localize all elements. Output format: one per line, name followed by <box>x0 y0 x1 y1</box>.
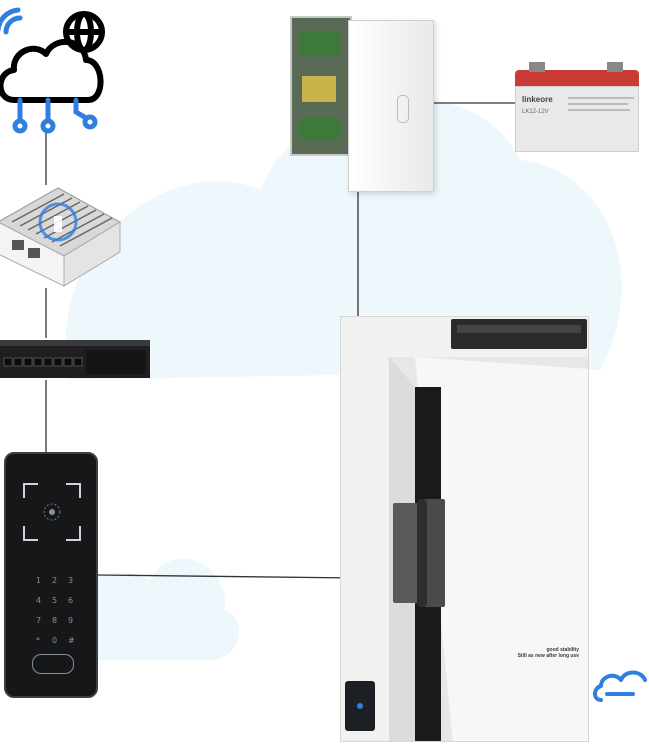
gateway-device <box>0 187 121 287</box>
battery-body: linkeore LK12-12V <box>515 86 639 152</box>
battery-terminal-right <box>607 62 623 72</box>
battery-brand: linkeore <box>522 95 553 104</box>
exit-button-light-icon <box>357 703 363 709</box>
card-scan-frame-icon <box>23 483 81 541</box>
key-star: * <box>36 636 40 645</box>
nfc-card-slot-icon <box>32 654 74 674</box>
cloud-globe-wifi-icon <box>0 7 105 134</box>
door-caption: good stability Still as new after long u… <box>461 647 579 659</box>
small-cloud-icon <box>593 670 647 702</box>
line-keypad-to-door <box>97 574 359 579</box>
key-2: 2 <box>52 576 58 585</box>
lock-keyhole-icon <box>397 95 409 123</box>
battery-model: LK12-12V <box>522 109 549 115</box>
exit-button <box>345 681 375 731</box>
door-panel: good stability Still as new after long u… <box>340 316 589 742</box>
key-8: 8 <box>52 616 58 625</box>
door-hinge <box>393 499 449 607</box>
door-caption-line1: good stability <box>546 647 580 653</box>
magnetic-lock <box>451 319 587 349</box>
key-7: 7 <box>36 616 42 625</box>
door-frame-shape <box>389 357 588 741</box>
power-supply-door <box>348 20 434 192</box>
battery-top <box>515 70 639 88</box>
key-3: 3 <box>68 576 74 585</box>
power-supply-box <box>290 16 436 192</box>
power-supply-interior <box>290 16 352 156</box>
backup-battery: linkeore LK12-12V <box>515 58 641 154</box>
battery-terminal-left <box>529 62 545 72</box>
network-switch <box>0 340 150 378</box>
key-6: 6 <box>68 596 74 605</box>
keypad-reader: 1 2 3 4 5 6 7 8 9 * 0 # <box>4 452 98 698</box>
key-4: 4 <box>36 596 42 605</box>
key-0: 0 <box>52 636 58 645</box>
key-5: 5 <box>52 596 58 605</box>
key-hash: # <box>68 636 75 645</box>
door-caption-line2: Still as new after long use <box>517 653 579 659</box>
key-1: 1 <box>36 576 42 585</box>
key-9: 9 <box>68 616 74 625</box>
